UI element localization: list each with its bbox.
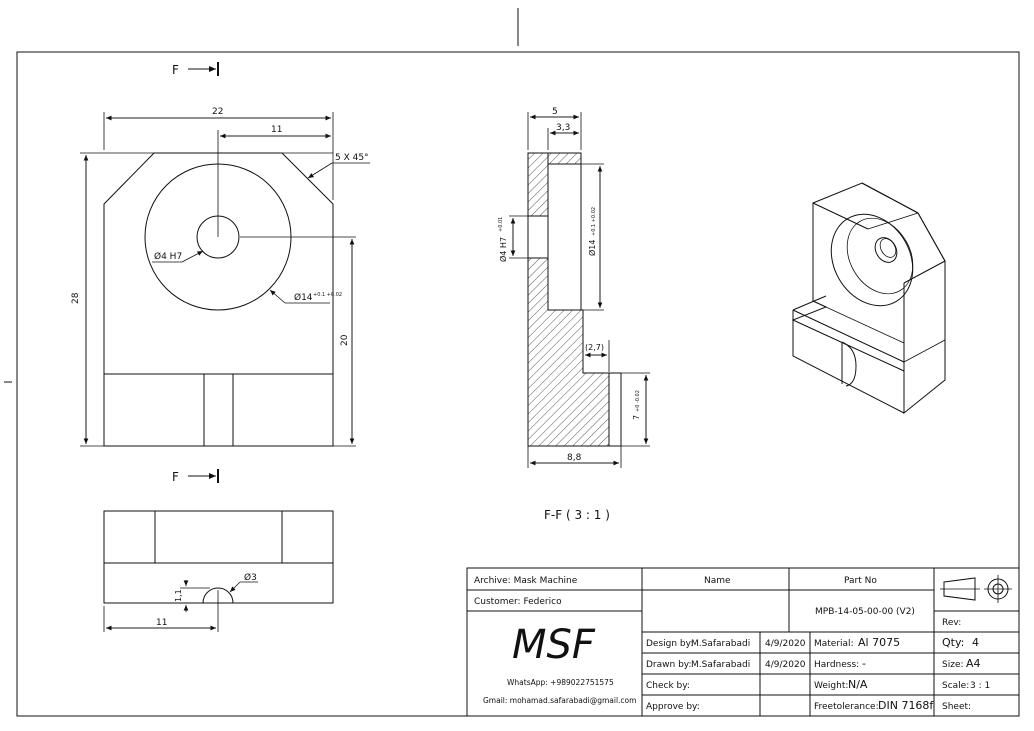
svg-text:Scale:: Scale: <box>942 681 969 691</box>
rev-label: Rev: <box>942 618 961 628</box>
svg-text:DIN 7168f: DIN 7168f <box>878 699 934 712</box>
dim-hole-big-tol: +0.1 +0.02 <box>313 292 342 298</box>
svg-text:F: F <box>172 470 179 484</box>
svg-text:Weight:: Weight: <box>814 681 848 691</box>
bottom-view <box>103 510 334 632</box>
dim-section-right-hole: Ø14 <box>587 240 597 256</box>
title-row: Check by: Weight: N/A Scale: 3 : 1 <box>646 678 990 691</box>
dim-chamfer: 5 X 45° <box>335 153 369 163</box>
dim-section-left-tol: +0.01 <box>498 217 504 232</box>
dim-section-bottom: 8,8 <box>567 453 582 463</box>
svg-text:4: 4 <box>972 636 979 649</box>
svg-text:Size:: Size: <box>942 660 964 670</box>
svg-text:Drawn by:: Drawn by: <box>646 660 692 670</box>
section-label: F-F ( 3 : 1 ) <box>544 508 610 522</box>
svg-text:M.Safarabadi: M.Safarabadi <box>691 660 750 670</box>
gmail-contact: Gmail: mohamad.safarabadi@gmail.com <box>483 696 636 705</box>
svg-text:N/A: N/A <box>848 678 868 691</box>
svg-text:3 : 1: 3 : 1 <box>970 681 990 691</box>
svg-text:Qty:: Qty: <box>942 636 964 649</box>
customer-label: Customer: Federico <box>474 597 562 607</box>
dim-section-top: 5 <box>552 107 558 117</box>
dim-hole-big: Ø14 <box>294 292 313 303</box>
section-marker-bottom: F <box>172 469 219 484</box>
dim-height: 28 <box>71 292 81 304</box>
partno-value: MPB-14-05-00-00 (V2) <box>815 607 915 617</box>
dim-offset: 11 <box>156 618 167 628</box>
dim-section-step: (2,7) <box>585 343 604 352</box>
dim-radius: Ø3 <box>244 572 257 583</box>
svg-text:Hardness:: Hardness: <box>814 660 859 670</box>
svg-text:A4: A4 <box>966 657 981 670</box>
dim-section-inner: 3,3 <box>556 123 570 133</box>
svg-text:F: F <box>172 63 179 77</box>
isometric-view <box>791 182 946 415</box>
whatsapp-contact: WhatsApp: +989022751575 <box>507 678 614 687</box>
projection-symbol-icon <box>940 575 1012 603</box>
svg-text:4/9/2020: 4/9/2020 <box>765 660 806 670</box>
dim-width: 22 <box>212 107 223 117</box>
svg-text:Check by:: Check by: <box>646 681 690 691</box>
dim-section-foot-tol: +0 -0.02 <box>635 390 641 412</box>
dim-hole-small: Ø4 H7 <box>154 251 182 262</box>
section-marker-top: F <box>172 62 219 77</box>
svg-text:Al 7075: Al 7075 <box>858 636 900 649</box>
section-view <box>509 112 650 468</box>
dim-section-foot: 7 <box>632 415 641 420</box>
svg-text:Freetolerance:: Freetolerance: <box>814 702 879 712</box>
dim-section-right-tol: +0.1 +0.02 <box>591 207 597 236</box>
svg-text:Material:: Material: <box>814 639 854 649</box>
title-block <box>466 567 1020 717</box>
title-row: Design by: M.Safarabadi 4/9/2020 Materia… <box>646 636 979 649</box>
partno-header: Part No <box>844 576 877 586</box>
dim-section-left-hole: Ø4 H7 <box>498 237 508 262</box>
svg-text:4/9/2020: 4/9/2020 <box>765 639 806 649</box>
title-row: Drawn by: M.Safarabadi 4/9/2020 Hardness… <box>646 657 981 670</box>
svg-text:M.Safarabadi: M.Safarabadi <box>691 639 750 649</box>
svg-text:Approve by:: Approve by: <box>646 702 700 712</box>
svg-text:Design by:: Design by: <box>646 639 693 649</box>
archive-label: Archive: Mask Machine <box>474 576 578 586</box>
dim-depth: 1,1 <box>174 589 183 602</box>
svg-text:Sheet:: Sheet: <box>942 702 971 712</box>
name-header: Name <box>704 576 731 586</box>
company-logo: MSF <box>512 622 596 668</box>
front-view <box>80 112 370 447</box>
dim-half-width: 11 <box>271 125 282 135</box>
dim-hole-height: 20 <box>340 334 350 346</box>
title-row: Approve by: Freetolerance: DIN 7168f She… <box>646 699 971 712</box>
svg-text:-: - <box>862 657 866 670</box>
